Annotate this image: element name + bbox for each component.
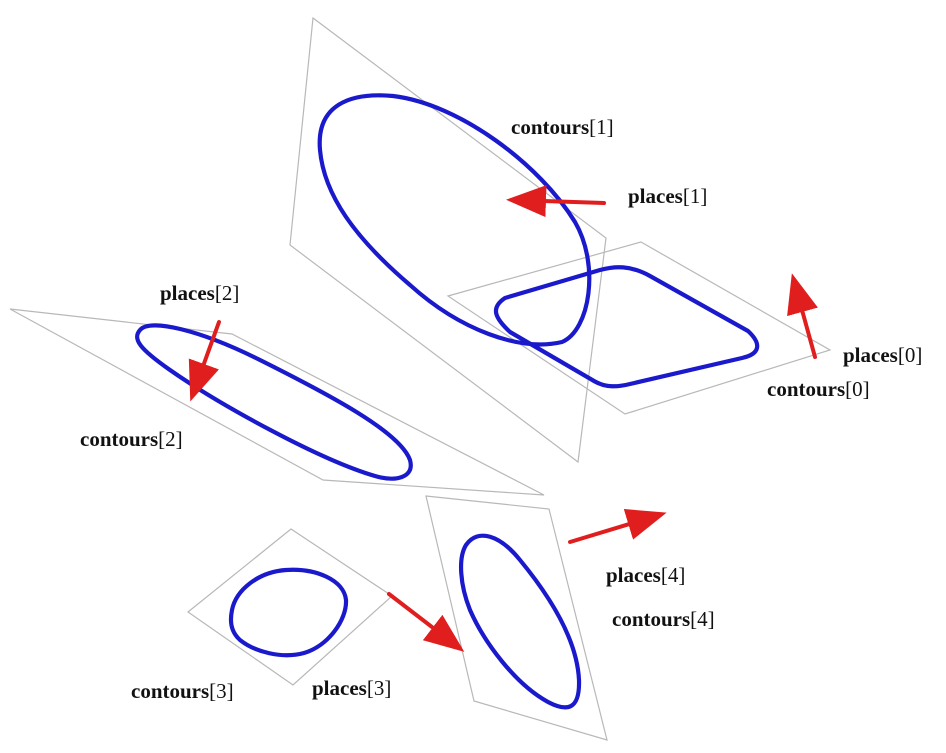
label-contours-2: contours[2] bbox=[80, 427, 183, 451]
label-contours-1: contours[1] bbox=[511, 115, 614, 139]
label-places-2: places[2] bbox=[160, 281, 239, 305]
arrow-places-1 bbox=[506, 185, 606, 218]
label-contours-0: contours[0] bbox=[767, 377, 870, 401]
label-places-1: places[1] bbox=[628, 184, 707, 208]
label-contours-3: contours[3] bbox=[131, 679, 234, 703]
contour-3-rounded-square bbox=[228, 567, 349, 658]
plane-4 bbox=[425, 495, 608, 741]
contour-4-ellipse bbox=[458, 533, 582, 710]
contour-2-ellipse bbox=[135, 323, 413, 481]
label-places-3: places[3] bbox=[312, 676, 391, 700]
plane-2 bbox=[9, 308, 545, 496]
arrow-places-4 bbox=[568, 508, 667, 544]
arrow-places-0 bbox=[787, 273, 818, 359]
label-contours-4: contours[4] bbox=[612, 607, 715, 631]
plane-1 bbox=[289, 16, 607, 464]
contour-0-rounded-quad bbox=[493, 265, 760, 389]
contour-1-ellipse bbox=[317, 93, 592, 347]
label-places-4: places[4] bbox=[606, 563, 685, 587]
arrow-places-3 bbox=[387, 592, 465, 652]
label-places-0: places[0] bbox=[843, 343, 922, 367]
plane-0 bbox=[446, 241, 832, 415]
arrow-places-2 bbox=[188, 320, 221, 402]
plane-3 bbox=[186, 528, 393, 686]
